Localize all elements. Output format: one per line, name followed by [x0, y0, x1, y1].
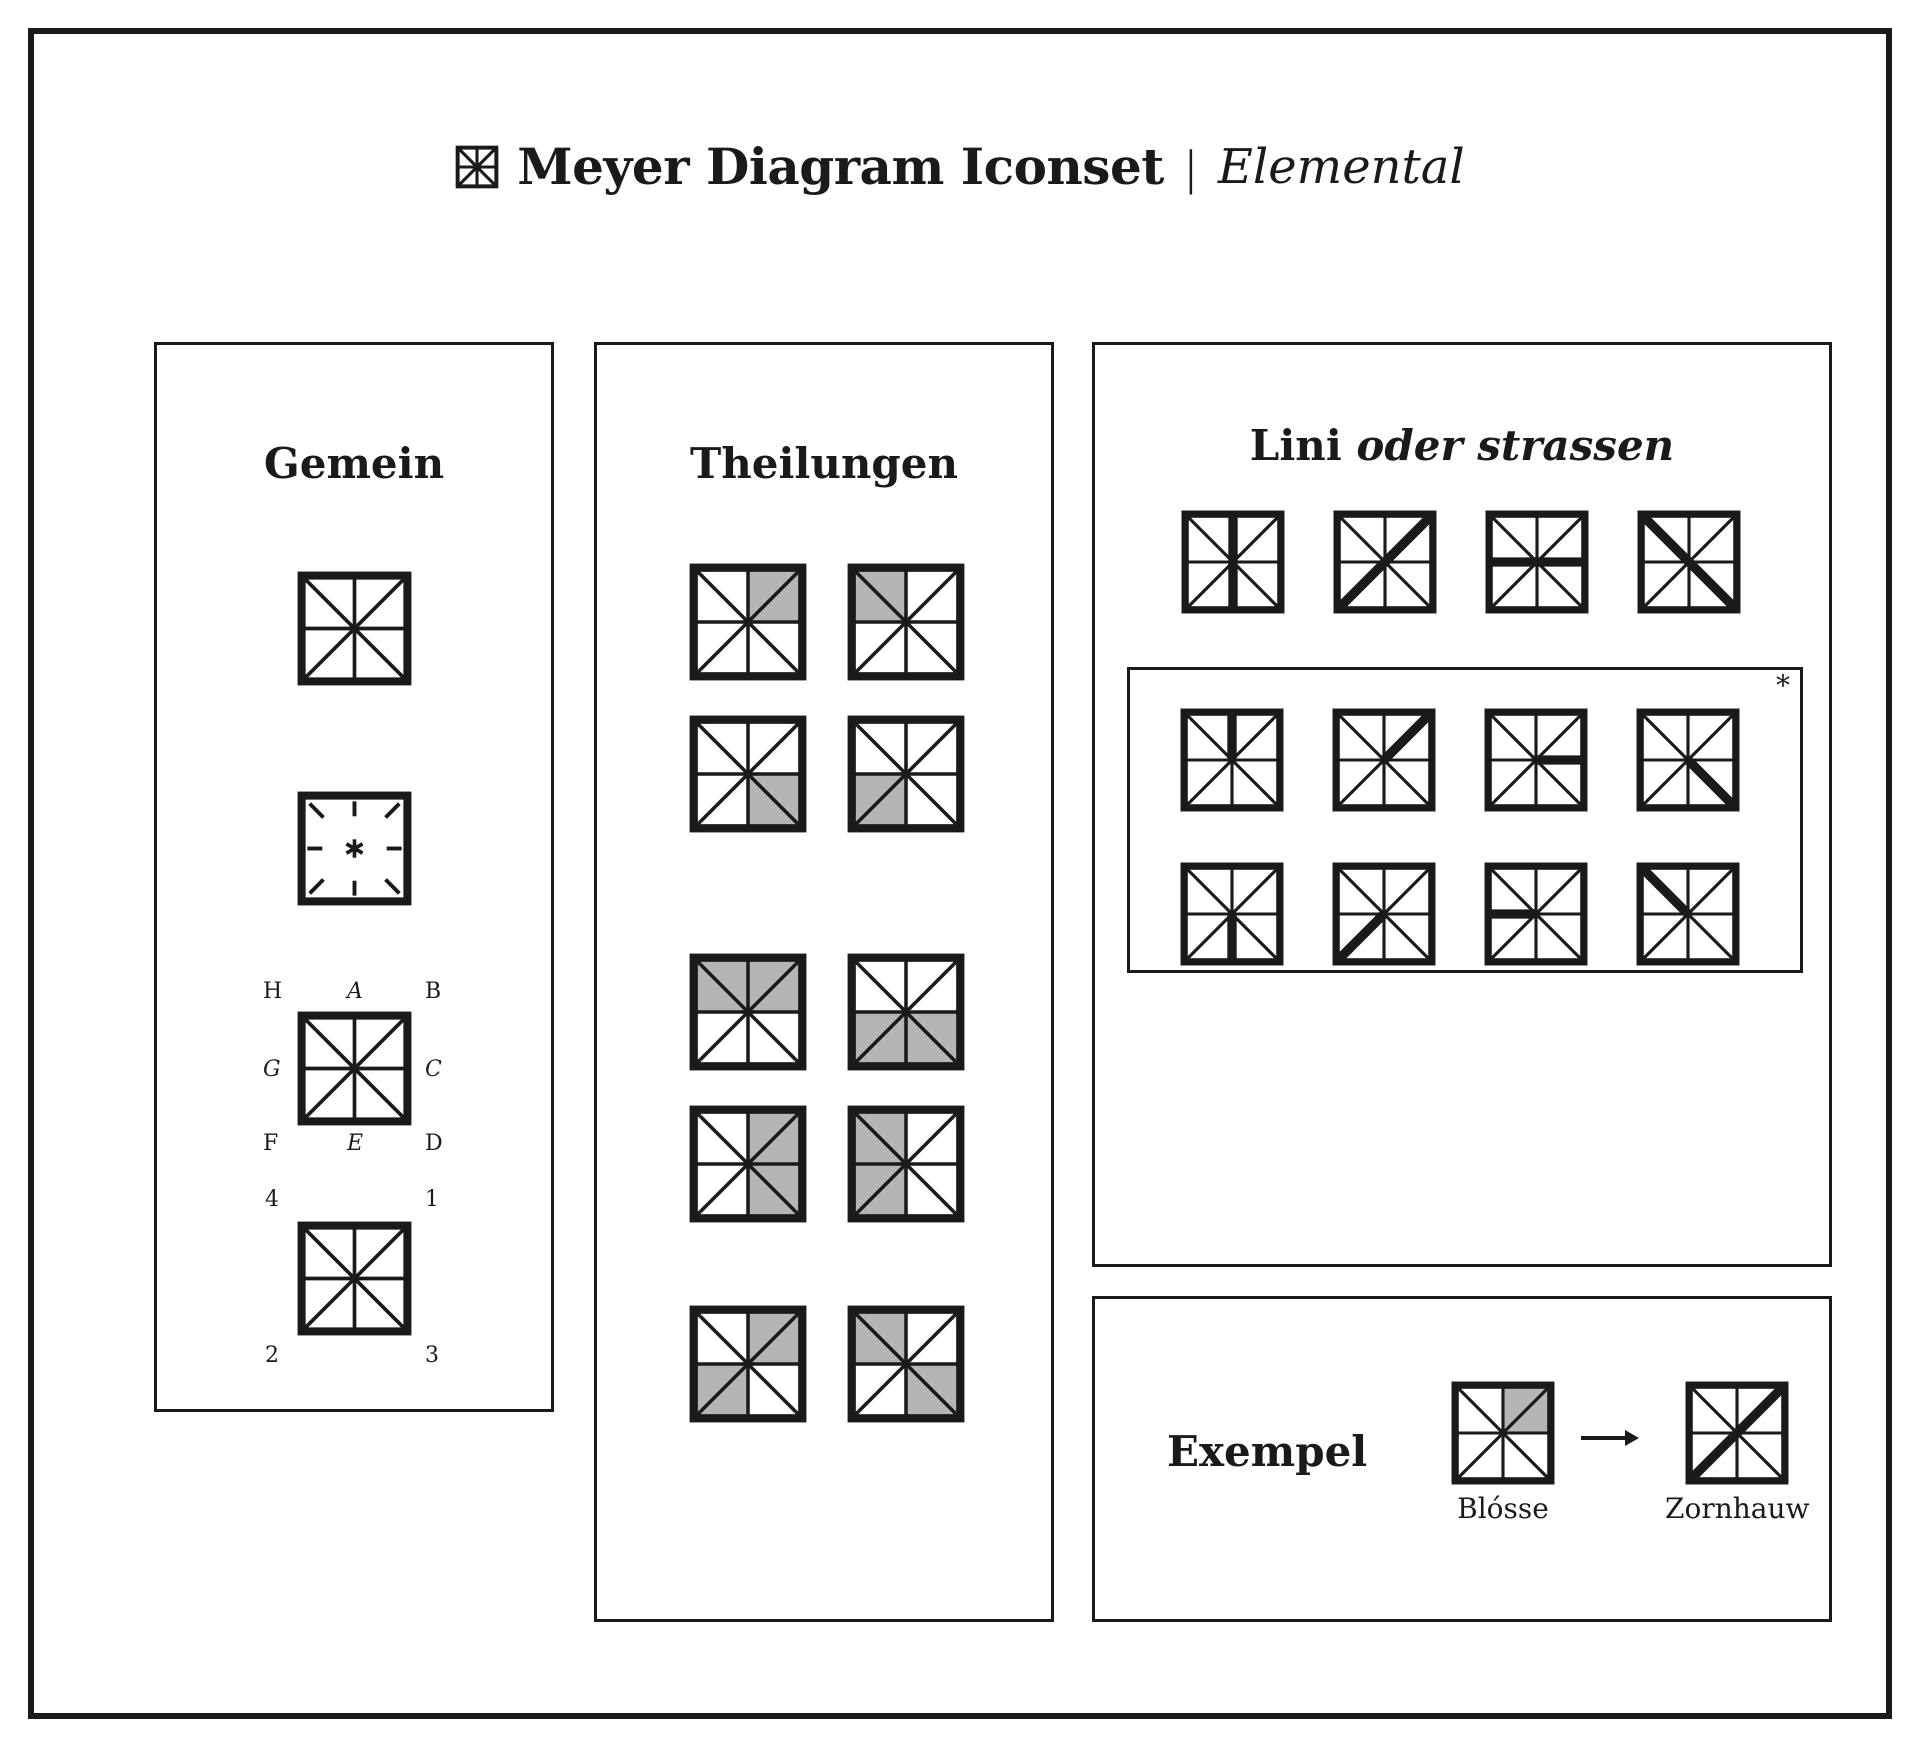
- lini-bold-vertical-line: [1181, 510, 1285, 614]
- panel-exempel: Exempel Blósse Zornhauw: [1092, 1296, 1832, 1622]
- lini-half-stroke-left: [1484, 862, 1588, 966]
- title-subtitle-text: Elemental: [1217, 139, 1465, 195]
- lini-bold-antidiagonal-line: [1333, 510, 1437, 614]
- lini-icon-bold-horizontal-line: [1485, 510, 1589, 614]
- panel-theilungen-heading: Theilungen: [689, 439, 959, 488]
- exempel-caption: Zornhauw: [1665, 1492, 1810, 1525]
- gemein-label-f: F: [263, 1131, 279, 1156]
- exempel-caption: Blósse: [1457, 1492, 1549, 1525]
- gemein-label-h: H: [263, 979, 283, 1004]
- lini-half-stroke-down-right: [1636, 708, 1740, 812]
- theilungen-icon-shade-upper-right-quadrant: [689, 563, 807, 681]
- lini-half-stroke-up-right: [1332, 708, 1436, 812]
- eightfold-square-glyph: [297, 1221, 412, 1336]
- theilungen-shade-left-half: [847, 1105, 965, 1223]
- gemein-icon-number-labelled-square: 4 1 2 3: [265, 1189, 439, 1367]
- gemein-label-e: E: [347, 1131, 364, 1156]
- panel-lini-heading-plain: Lini: [1249, 421, 1342, 470]
- panel-gemein: Gemein: [154, 342, 554, 1412]
- lini-icon-half-stroke-down-right: [1636, 708, 1740, 812]
- lini-icon-half-stroke-down: [1180, 862, 1284, 966]
- theilungen-shade-diagonal-tl-br: [847, 1305, 965, 1423]
- gemein-label-1: 1: [425, 1187, 439, 1212]
- gemein-icon-letter-labelled-square: H A B G C F E D: [263, 981, 443, 1155]
- gemein-label-c: C: [425, 1057, 442, 1082]
- panel-lini-oder-strassen: Lini oder strassen *: [1092, 342, 1832, 1267]
- right-arrow-icon: [1581, 1430, 1639, 1446]
- gemein-label-2: 2: [265, 1343, 279, 1368]
- lini-bold-maindiagonal-line: [1637, 510, 1741, 614]
- lini-half-stroke-up: [1180, 708, 1284, 812]
- theilungen-shade-upper-half: [689, 953, 807, 1071]
- lini-bold-horizontal-line: [1485, 510, 1589, 614]
- page-frame: Meyer Diagram Iconset | Elemental Gemein: [28, 28, 1892, 1719]
- theilungen-icon-shade-lower-right-quadrant: [689, 715, 807, 833]
- gemein-label-b: B: [425, 979, 442, 1004]
- lini-icon-half-stroke-left: [1484, 862, 1588, 966]
- lini-half-stroke-down-left: [1332, 862, 1436, 966]
- lini-icon-bold-maindiagonal-line: [1637, 510, 1741, 614]
- exempel-zornhauw-example: [1685, 1381, 1789, 1485]
- lini-icon-half-stroke-down-left: [1332, 862, 1436, 966]
- title-separator: |: [1185, 139, 1196, 195]
- theilungen-icon-shade-lower-half: [847, 953, 965, 1071]
- lini-half-stroke-box: *: [1127, 667, 1803, 973]
- theilungen-shade-upper-left-quadrant: [847, 563, 965, 681]
- lini-icon-half-stroke-up: [1180, 708, 1284, 812]
- exempel-blosse-example: [1451, 1381, 1555, 1485]
- lini-half-stroke-right: [1484, 708, 1588, 812]
- panel-exempel-heading: Exempel: [1167, 1427, 1368, 1476]
- lini-icon-half-stroke-right: [1484, 708, 1588, 812]
- exempel-step-blosse-example: Blósse: [1451, 1381, 1555, 1523]
- exempel-step-zornhauw-example: Zornhauw: [1665, 1381, 1809, 1523]
- theilungen-icon-shade-lower-left-quadrant: [847, 715, 965, 833]
- footnote-asterisk-marker: *: [1776, 669, 1790, 702]
- theilungen-shade-diagonal-tr-bl: [689, 1305, 807, 1423]
- theilungen-shade-upper-right-quadrant: [689, 563, 807, 681]
- title-main-text: Meyer Diagram Iconset: [517, 137, 1164, 196]
- panel-lini-heading-italic: oder strassen: [1356, 421, 1675, 470]
- page-title: Meyer Diagram Iconset | Elemental: [34, 142, 1886, 192]
- gemein-label-3: 3: [425, 1343, 439, 1368]
- panel-gemein-heading: Gemein: [263, 439, 445, 488]
- eightfold-square-glyph: [297, 1011, 412, 1126]
- exempel-flow: Blósse Zornhauw: [1451, 1381, 1809, 1523]
- theilungen-shade-lower-half: [847, 953, 965, 1071]
- lini-half-stroke-down: [1180, 862, 1284, 966]
- theilungen-shade-lower-right-quadrant: [689, 715, 807, 833]
- lini-icon-bold-antidiagonal-line: [1333, 510, 1437, 614]
- theilungen-icon-shade-diagonal-tr-bl: [689, 1305, 807, 1423]
- panel-lini-heading: Lini oder strassen: [1095, 425, 1829, 467]
- lini-icon-half-stroke-up-left: [1636, 862, 1740, 966]
- theilungen-shade-lower-left-quadrant: [847, 715, 965, 833]
- theilungen-icon-shade-upper-left-quadrant: [847, 563, 965, 681]
- gemein-label-a: A: [347, 979, 363, 1004]
- panel-theilungen: Theilungen: [594, 342, 1054, 1622]
- gemein-icon-plain-eightfold-square: [297, 571, 412, 686]
- lini-icon-half-stroke-up-right: [1332, 708, 1436, 812]
- lini-icon-bold-vertical-line: [1181, 510, 1285, 614]
- theilungen-shade-right-half: [689, 1105, 807, 1223]
- theilungen-icon-shade-right-half: [689, 1105, 807, 1223]
- gemein-icon-ticked-square-with-asterisk: [297, 791, 412, 906]
- theilungen-icon-shade-diagonal-tl-br: [847, 1305, 965, 1423]
- meyer-square-mark-icon: [455, 145, 499, 189]
- theilungen-icon-shade-upper-half: [689, 953, 807, 1071]
- gemein-label-d: D: [425, 1131, 443, 1156]
- theilungen-icon-shade-left-half: [847, 1105, 965, 1223]
- lini-half-stroke-up-left: [1636, 862, 1740, 966]
- gemein-label-g: G: [263, 1057, 281, 1082]
- gemein-label-4: 4: [265, 1187, 279, 1212]
